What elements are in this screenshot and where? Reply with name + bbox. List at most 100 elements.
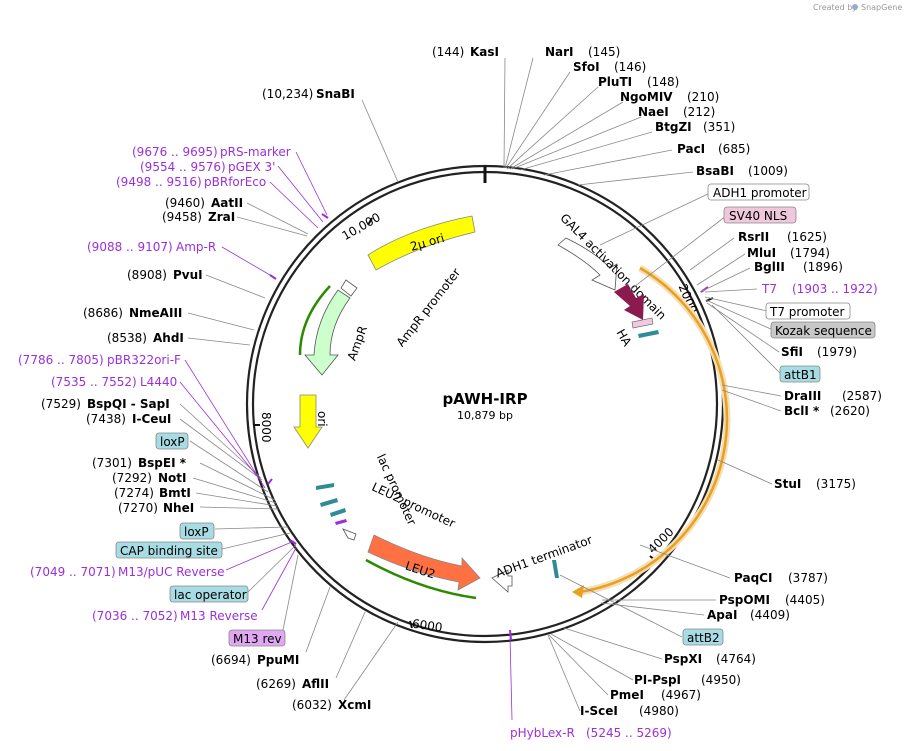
leader-loxp-2 xyxy=(214,526,289,530)
name-ngomiv: NgoMIV xyxy=(620,90,673,104)
name-bglii: BglII xyxy=(754,260,785,274)
pos-rsrii: (1625) xyxy=(787,230,827,244)
pos-pspomi: (4405) xyxy=(785,593,825,607)
pos-paci: (685) xyxy=(718,142,750,156)
leader-ngomiv xyxy=(509,101,624,170)
box-attb1 xyxy=(779,365,821,383)
primer-m13-puc-name: M13/pUC Reverse xyxy=(118,565,225,579)
box-t7-promoter xyxy=(765,302,851,320)
box-cap-binding xyxy=(115,541,223,559)
plasmid-name: pAWH-IRP xyxy=(442,390,527,408)
box-loxp-2 xyxy=(179,522,215,540)
leader-sv40-nls xyxy=(629,215,727,291)
name-pspxi: PspXI xyxy=(664,652,702,666)
feature-gal4-label: GAL4 activation domain xyxy=(557,211,669,323)
leader-ahdi xyxy=(187,337,251,346)
pbr322-primer-mark xyxy=(267,478,273,485)
box-kozak xyxy=(770,321,876,339)
feature-ampr-promoter-label: AmpR promoter xyxy=(394,266,464,350)
boxtext-attb1: attB1 xyxy=(784,368,817,382)
feature-ha-label: HA xyxy=(614,327,635,350)
feature-ampr xyxy=(304,289,351,376)
feature-sv40-nls xyxy=(614,284,644,320)
feature-leu2 xyxy=(367,534,481,591)
name-mlui: MluI xyxy=(747,246,776,260)
name-draiii: DraIII xyxy=(784,389,821,403)
lac-operator-arrow xyxy=(330,508,346,517)
leader-xcmi xyxy=(343,621,399,701)
leader-paqci xyxy=(639,544,731,579)
primer-m13-reverse-name: M13 Reverse xyxy=(180,609,258,623)
box-attb2 xyxy=(682,628,724,646)
leader-sfii xyxy=(706,302,780,353)
leader-bspei xyxy=(199,462,276,501)
m13-primer-mark xyxy=(335,519,347,525)
leader-sfoi xyxy=(505,71,571,169)
name-bspqi: BspQI - SapI xyxy=(87,397,170,411)
snapgene-credit: Created by SnapGene xyxy=(813,3,902,12)
primer-pgex3-pos: (9554 .. 9576) xyxy=(140,160,226,174)
name-pspomi: PspOMI xyxy=(719,593,770,607)
pos-stui: (3175) xyxy=(816,477,856,491)
box-sv40-nls xyxy=(723,206,797,224)
name-paci: PacI xyxy=(677,142,705,156)
leader-nmeaiii xyxy=(187,312,255,331)
feature-ori xyxy=(293,394,323,449)
leader-nari xyxy=(504,57,534,169)
name-paqci: PaqCI xyxy=(734,571,772,585)
leader-pi-pspi xyxy=(550,633,634,681)
primer-pgex3-name: pGEX 3' xyxy=(228,160,275,174)
leader-ppumi xyxy=(305,586,331,653)
name-naei: NaeI xyxy=(638,105,669,119)
name-snabi: SnaBI xyxy=(316,87,355,101)
primer-prs-marker-name: pRS-marker xyxy=(220,145,291,159)
pos-mlui: (1794) xyxy=(790,246,830,260)
pos-bmti: (7274) xyxy=(114,486,154,500)
name-bcli: BclI * xyxy=(784,404,820,418)
pos-naei: (212) xyxy=(683,105,715,119)
leader-m13-reverse xyxy=(261,547,297,611)
pos-snabi: (10,234) xyxy=(262,87,313,101)
pos-bcli: (2620) xyxy=(830,404,870,418)
leader-pbrforeco xyxy=(269,181,319,229)
pos-paqci: (3787) xyxy=(788,571,828,585)
box-m13-rev xyxy=(228,629,286,647)
leader-pluti xyxy=(506,86,599,170)
boxtext-sv40-nls: SV40 NLS xyxy=(729,209,787,223)
name-btgzi: BtgZI xyxy=(655,120,692,134)
primer-t7-name: T7 xyxy=(761,282,777,296)
primer-t7-pos: (1903 .. 1922) xyxy=(792,282,878,296)
m13-reverse-mark xyxy=(289,539,297,545)
name-apai: ApaI xyxy=(707,608,737,622)
name-aatii: AatII xyxy=(211,196,243,210)
pos-apai: (4409) xyxy=(750,608,790,622)
feature-2u-ori xyxy=(367,215,476,271)
loxp-arrow-1 xyxy=(316,483,334,490)
leader-phyblex xyxy=(509,635,513,721)
inner-features: 2μ ori AmpR promoter AmpR ori lac promot… xyxy=(267,211,731,641)
leader-stui xyxy=(717,459,773,485)
pos-pmei: (4967) xyxy=(661,688,701,702)
leader-bcli xyxy=(721,389,782,412)
leader-pspxi xyxy=(563,627,663,660)
primer-m13-puc-pos: (7049 .. 7071) xyxy=(30,565,116,579)
leader-draiii xyxy=(721,384,782,397)
tick-6000 xyxy=(409,620,413,629)
name-bmti: BmtI xyxy=(159,486,191,500)
name-pmei: PmeI xyxy=(610,688,644,702)
feature-ori-label: ori xyxy=(315,411,329,427)
leader-t7 xyxy=(704,288,758,293)
name-nmeaiii: NmeAIII xyxy=(129,306,182,320)
leader-i-ceui xyxy=(179,418,263,481)
leader-l4440 xyxy=(179,381,263,483)
feature-adh1-terminator-label: ADH1 terminator xyxy=(494,533,594,581)
leader-attb2 xyxy=(559,574,683,638)
pos-nhei: (7270) xyxy=(118,501,158,515)
leader-adh1-promoter xyxy=(599,192,711,246)
box-lac-operator xyxy=(169,585,249,603)
primer-l4440-name: L4440 xyxy=(140,375,177,389)
boxtext-loxp-1: loxP xyxy=(160,435,185,449)
leader-loxp-1 xyxy=(189,440,269,493)
leader-nhei xyxy=(199,506,279,510)
